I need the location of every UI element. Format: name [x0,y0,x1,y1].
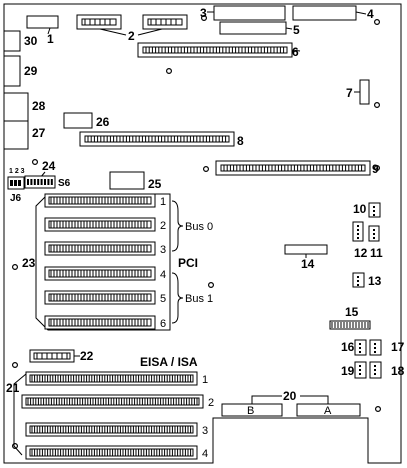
header-2a [76,14,122,30]
label-16: 16 [341,340,355,354]
label-1: 1 [47,32,54,46]
eisa-slot-number: 1 [202,374,208,386]
pci-bus0-label: Bus 0 [185,221,213,233]
label-24: 24 [42,159,56,173]
pci-label: PCI [178,256,198,270]
label-9: 9 [372,162,379,176]
switch-s6 [24,175,56,189]
pci-slot-3: 3 [44,241,166,256]
pci-slot-number: 5 [160,293,166,305]
connector-8 [79,131,235,147]
pci-slot-6: 6 [44,315,166,330]
label-5: 5 [293,23,300,37]
label-29: 29 [24,64,38,78]
label-25: 25 [148,177,162,191]
label-27: 27 [32,126,46,140]
component-5 [219,21,287,35]
pci-slot-1: 1 [44,193,166,208]
label-8: 8 [237,134,244,148]
label-s6: S6 [58,178,71,189]
header-2b [142,14,188,30]
eisa-slot-2: 2 [21,394,214,409]
mounting-holes [12,15,382,450]
header-22 [29,349,75,363]
pci-slot-number: 2 [160,220,166,232]
label-21: 21 [6,381,20,395]
label-30: 30 [24,34,38,48]
pci-slot-number: 1 [160,196,166,208]
label-10: 10 [353,202,367,216]
label-11: 11 [370,246,383,260]
board-outline [3,3,402,464]
label-12: 12 [354,246,368,260]
label-4: 4 [367,7,374,21]
component-4 [292,5,357,21]
label-28: 28 [32,99,46,113]
pci-slot-number: 3 [160,244,166,256]
eisa-slot-number: 2 [208,397,214,409]
eisa-slot-1: 1 [25,371,208,386]
label-j6: J6 [10,193,22,204]
label-3: 3 [200,6,207,20]
component-25 [109,171,145,190]
header-12 [352,221,364,242]
connector-29 [3,55,21,87]
eisa-slot-3: 3 [25,422,208,437]
label-18: 18 [391,364,405,378]
label-17: 17 [391,340,405,354]
component-26 [63,112,93,129]
riser-b-label: B [247,405,254,417]
connector-6 [137,42,293,58]
pci-slot-5: 5 [44,290,166,305]
component-1 [26,15,59,29]
eisa-label: EISA / ISA [140,355,198,369]
pci-slot-group-outline [35,193,171,331]
label-20: 20 [283,389,297,403]
label-2: 2 [128,29,135,43]
pci-slot-2: 2 [44,217,166,232]
connector-30 [3,30,21,52]
label-19: 19 [341,364,355,378]
eisa-slot-group-bracket [13,373,27,456]
pci-bus1-label: Bus 1 [185,293,213,305]
label-23: 23 [22,256,36,270]
label-6: 6 [292,45,299,59]
label-15: 15 [345,305,359,319]
eisa-slot-4: 4 [25,445,208,460]
eisa-slot-number: 4 [202,448,208,460]
component-7 [359,79,370,105]
connector-9 [215,160,371,176]
pci-slot-4: 4 [44,266,166,281]
label-13: 13 [368,274,382,288]
label-14: 14 [301,257,315,271]
label-7: 7 [346,86,353,100]
connector-15 [329,320,371,330]
jumper-pin-numbers: 1 2 3 [9,168,25,175]
component-14 [284,244,328,255]
riser-a-label: A [324,405,332,417]
pci-slot-number: 6 [160,318,166,330]
component-3 [213,5,286,21]
eisa-slot-number: 3 [202,425,208,437]
label-26: 26 [96,115,110,129]
label-22: 22 [80,349,94,363]
pci-slot-number: 4 [160,269,166,281]
